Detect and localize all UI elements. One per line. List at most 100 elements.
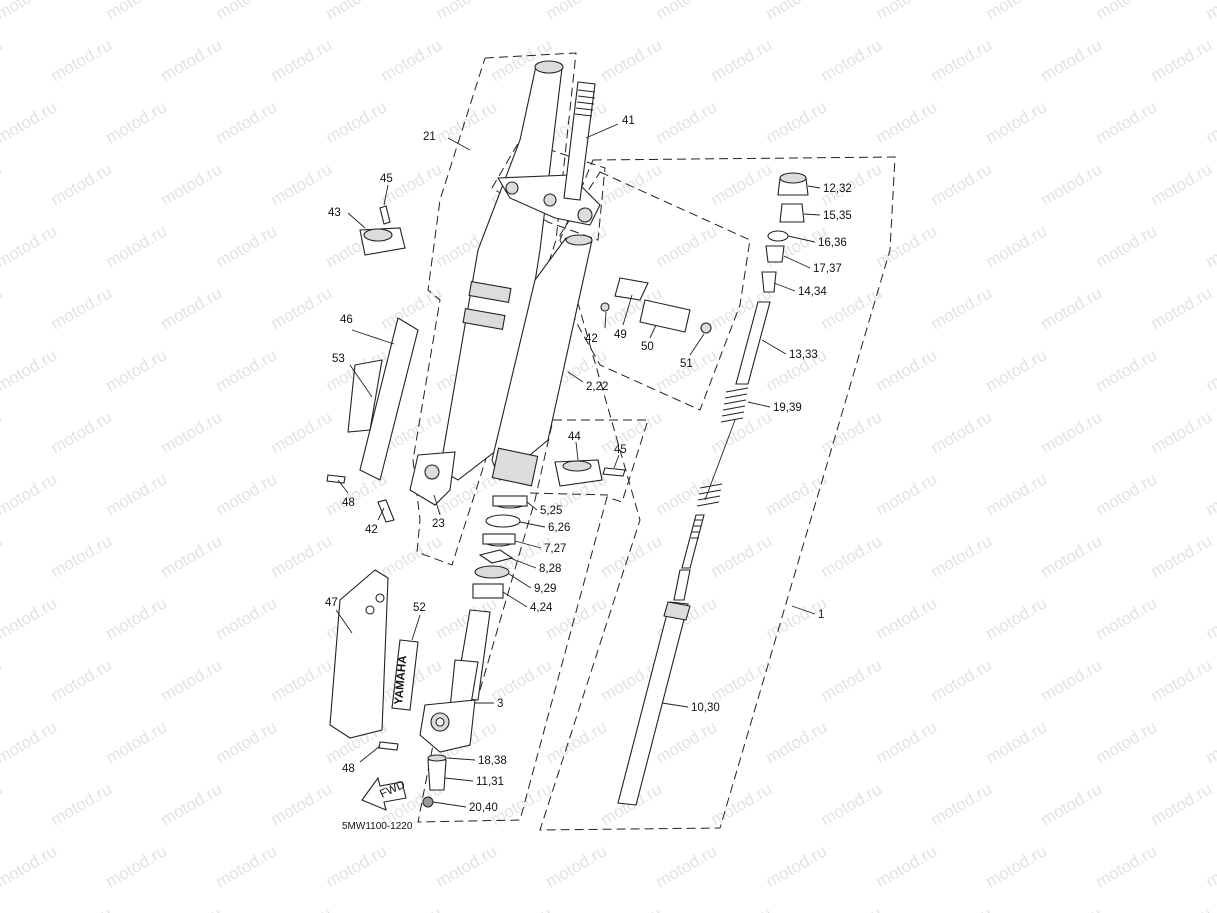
leader-50: [649, 324, 657, 339]
callout-43: 43: [328, 207, 341, 219]
watermark-text: motod.ru: [708, 159, 776, 209]
bushing-4-body: [472, 583, 504, 599]
leader-11: [444, 777, 474, 782]
watermark-text: motod.ru: [0, 841, 60, 891]
crown-bolt: [505, 181, 519, 195]
watermark-text: motod.ru: [1148, 531, 1216, 581]
outer-tube-assembly: [347, 60, 601, 506]
callout-15: 15,35: [823, 210, 852, 222]
watermark-text: motod.ru: [763, 717, 831, 767]
watermark-text: motod.ru: [48, 903, 116, 913]
leader-16: [787, 235, 816, 243]
spring-19-upper: [720, 387, 749, 423]
leader-19: [747, 401, 771, 408]
leader-48a: [337, 479, 349, 494]
watermark-text: motod.ru: [928, 159, 996, 209]
watermark-text: motod.ru: [1148, 779, 1216, 829]
watermark-text: motod.ru: [323, 0, 391, 23]
watermark-text: motod.ru: [1203, 0, 1217, 23]
watermark-text: motod.ru: [983, 593, 1051, 643]
leader-51: [689, 333, 705, 356]
callout-3: 3: [497, 698, 503, 710]
callout-10: 10,30: [691, 702, 720, 714]
watermark-text: motod.ru: [1203, 717, 1217, 767]
fork-protector-upper: [359, 317, 419, 481]
bolt-48-upper: [326, 474, 346, 484]
watermark-text: motod.ru: [213, 717, 281, 767]
watermark-text: motod.ru: [818, 903, 886, 913]
foot-bolt: [424, 464, 440, 480]
watermark-text: motod.ru: [983, 345, 1051, 395]
watermark-text: motod.ru: [0, 97, 60, 147]
leader-lines: [335, 123, 821, 808]
clip-8: [478, 549, 514, 564]
watermark-text: motod.ru: [0, 655, 5, 705]
leader-43: [347, 212, 366, 229]
watermark-text: motod.ru: [983, 221, 1051, 271]
callout-52: 52: [413, 602, 426, 614]
outer-tube-cap: [534, 60, 564, 74]
watermark-text: motod.ru: [1148, 35, 1216, 85]
washer-16: [767, 230, 789, 242]
watermark-text: motod.ru: [983, 469, 1051, 519]
watermark-text: motod.ru: [0, 469, 60, 519]
watermark-text: motod.ru: [598, 35, 666, 85]
locknut-15: [779, 203, 805, 223]
watermark-text: motod.ru: [1093, 469, 1161, 519]
watermark-text: motod.ru: [928, 35, 996, 85]
bolt-51: [700, 322, 712, 334]
callout-11: 11,31: [476, 776, 504, 788]
callout-16: 16,36: [818, 237, 847, 249]
washer-6: [485, 514, 521, 528]
callout-45a: 45: [380, 173, 393, 185]
watermark-text: motod.ru: [268, 655, 336, 705]
watermark-text: motod.ru: [0, 779, 5, 829]
watermark-text: motod.ru: [708, 407, 776, 457]
callout-5: 5,25: [540, 505, 562, 517]
leader-7: [514, 540, 542, 549]
watermark-text: motod.ru: [158, 655, 226, 705]
callout-21: 21: [423, 131, 436, 143]
watermark-text: motod.ru: [1038, 903, 1106, 913]
leader-44: [575, 441, 579, 461]
callout-17: 17,37: [813, 263, 842, 275]
leader-52: [411, 614, 421, 641]
outer-tube: [439, 65, 563, 481]
fwd-arrow-shape: [361, 776, 407, 811]
watermark-text: motod.ru: [1093, 345, 1161, 395]
watermark-text: motod.ru: [213, 593, 281, 643]
watermark-text: motod.ru: [1148, 159, 1216, 209]
watermark-text: motod.ru: [0, 593, 60, 643]
callout-48a: 48: [342, 497, 355, 509]
watermark-text: motod.ru: [1038, 531, 1106, 581]
watermark-text: motod.ru: [763, 841, 831, 891]
leader-46: [351, 329, 395, 345]
watermark-text: motod.ru: [1038, 779, 1106, 829]
watermark-text: motod.ru: [763, 97, 831, 147]
watermark-text: motod.ru: [213, 97, 281, 147]
watermark-text: motod.ru: [0, 531, 5, 581]
watermark-text: motod.ru: [928, 903, 996, 913]
watermark-text: motod.ru: [158, 283, 226, 333]
callout-7: 7,27: [544, 543, 566, 555]
watermark-text: motod.ru: [1093, 221, 1161, 271]
watermark-text: motod.ru: [928, 779, 996, 829]
watermark-text: motod.ru: [873, 841, 941, 891]
watermark-text: motod.ru: [433, 0, 501, 23]
watermark-text: motod.ru: [818, 655, 886, 705]
watermark-text: motod.ru: [1038, 35, 1106, 85]
watermark-text: motod.ru: [873, 717, 941, 767]
callout-14: 14,34: [798, 286, 827, 298]
leader-17: [783, 255, 811, 269]
holder-50: [639, 299, 691, 333]
callout-6: 6,26: [548, 522, 570, 534]
inner-tube-top: [565, 234, 593, 246]
watermark-text: motod.ru: [48, 655, 116, 705]
leader-5: [526, 501, 538, 511]
watermark-text: motod.ru: [213, 841, 281, 891]
spring-19-lower: [696, 483, 723, 507]
watermark-text: motod.ru: [708, 35, 776, 85]
watermark-text: motod.ru: [103, 469, 171, 519]
watermark-text: motod.ru: [708, 779, 776, 829]
